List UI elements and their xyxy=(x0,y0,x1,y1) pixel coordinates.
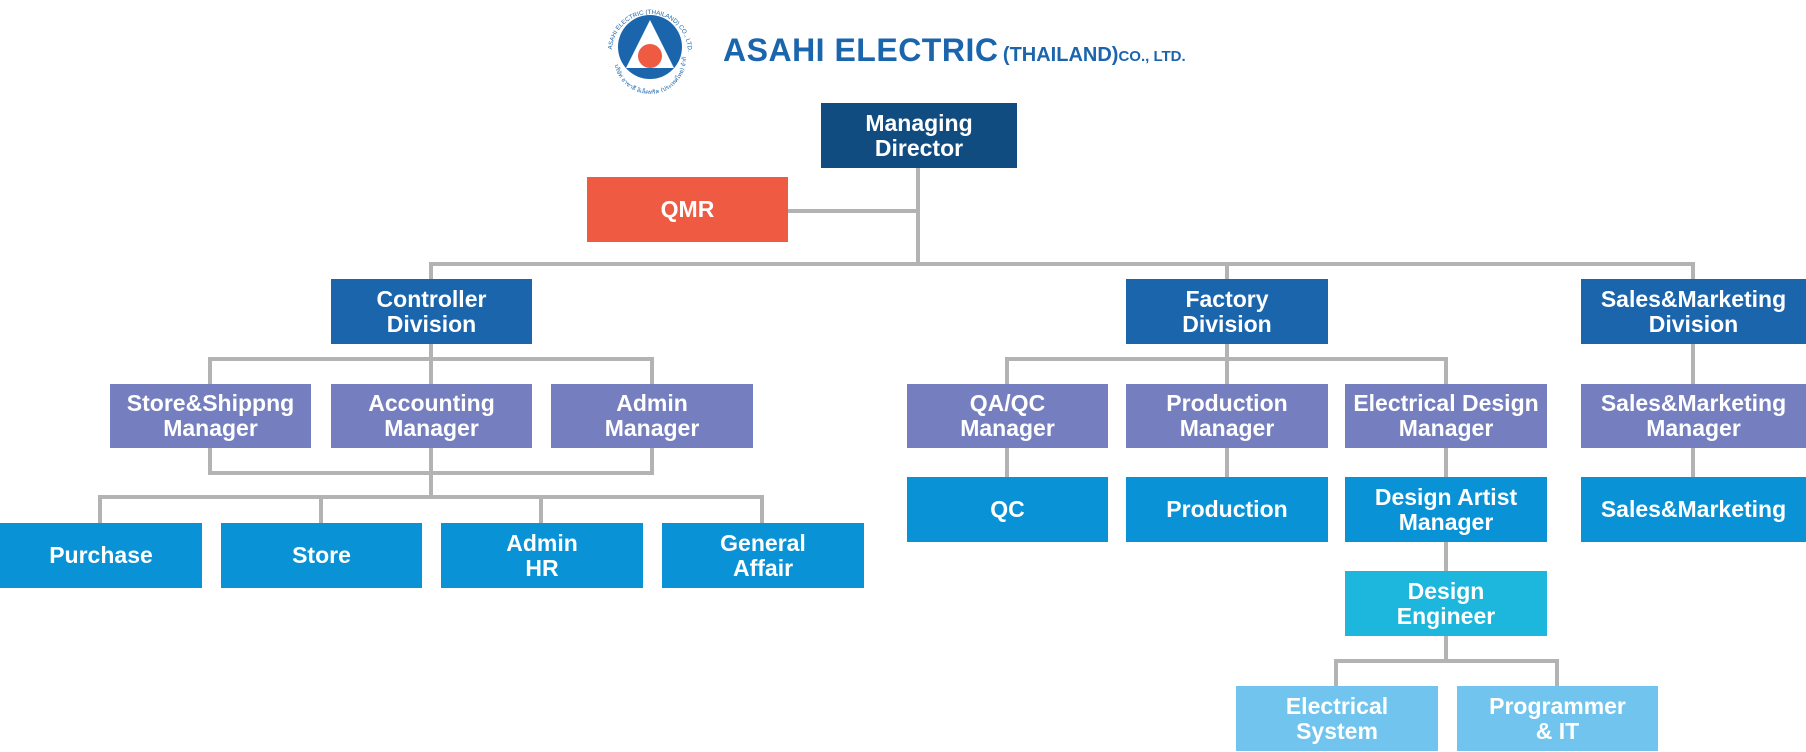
node-store: Store xyxy=(221,523,422,588)
node-factory-division: Factory Division xyxy=(1126,279,1328,344)
node-admin-hr: Admin HR xyxy=(441,523,643,588)
node-sales-marketing-division: Sales&Marketing Division xyxy=(1581,279,1806,344)
node-accounting-manager: Accounting Manager xyxy=(331,384,532,448)
company-name: ASAHI ELECTRIC (THAILAND)CO., LTD. xyxy=(723,32,1186,69)
node-production-manager: Production Manager xyxy=(1126,384,1328,448)
company-seal-logo: ASAHI ELECTRIC (THAILAND) CO., LTD. บริษ… xyxy=(600,2,693,96)
node-electrical-system: Electrical System xyxy=(1236,686,1438,751)
node-electrical-design-manager: Electrical Design Manager xyxy=(1345,384,1547,448)
node-qmr: QMR xyxy=(587,177,788,242)
node-purchase: Purchase xyxy=(0,523,202,588)
node-qc: QC xyxy=(907,477,1108,542)
company-name-region: (THAILAND) xyxy=(1002,44,1119,66)
node-design-artist-manager: Design Artist Manager xyxy=(1345,477,1547,542)
company-name-suffix: CO., LTD. xyxy=(1118,48,1186,65)
node-controller-division: Controller Division xyxy=(331,279,532,344)
node-programmer-it: Programmer & IT xyxy=(1457,686,1658,751)
company-name-main: ASAHI ELECTRIC xyxy=(723,32,999,68)
node-qaqc-manager: QA/QC Manager xyxy=(907,384,1108,448)
node-sales-marketing-manager: Sales&Marketing Manager xyxy=(1581,384,1806,448)
node-general-affair: General Affair xyxy=(662,523,864,588)
node-managing-director: Managing Director xyxy=(821,103,1017,168)
node-sales-marketing: Sales&Marketing xyxy=(1581,477,1806,542)
node-store-shipping-manager: Store&Shippng Manager xyxy=(110,384,311,448)
node-admin-manager: Admin Manager xyxy=(551,384,753,448)
node-design-engineer: Design Engineer xyxy=(1345,571,1547,636)
node-production: Production xyxy=(1126,477,1328,542)
